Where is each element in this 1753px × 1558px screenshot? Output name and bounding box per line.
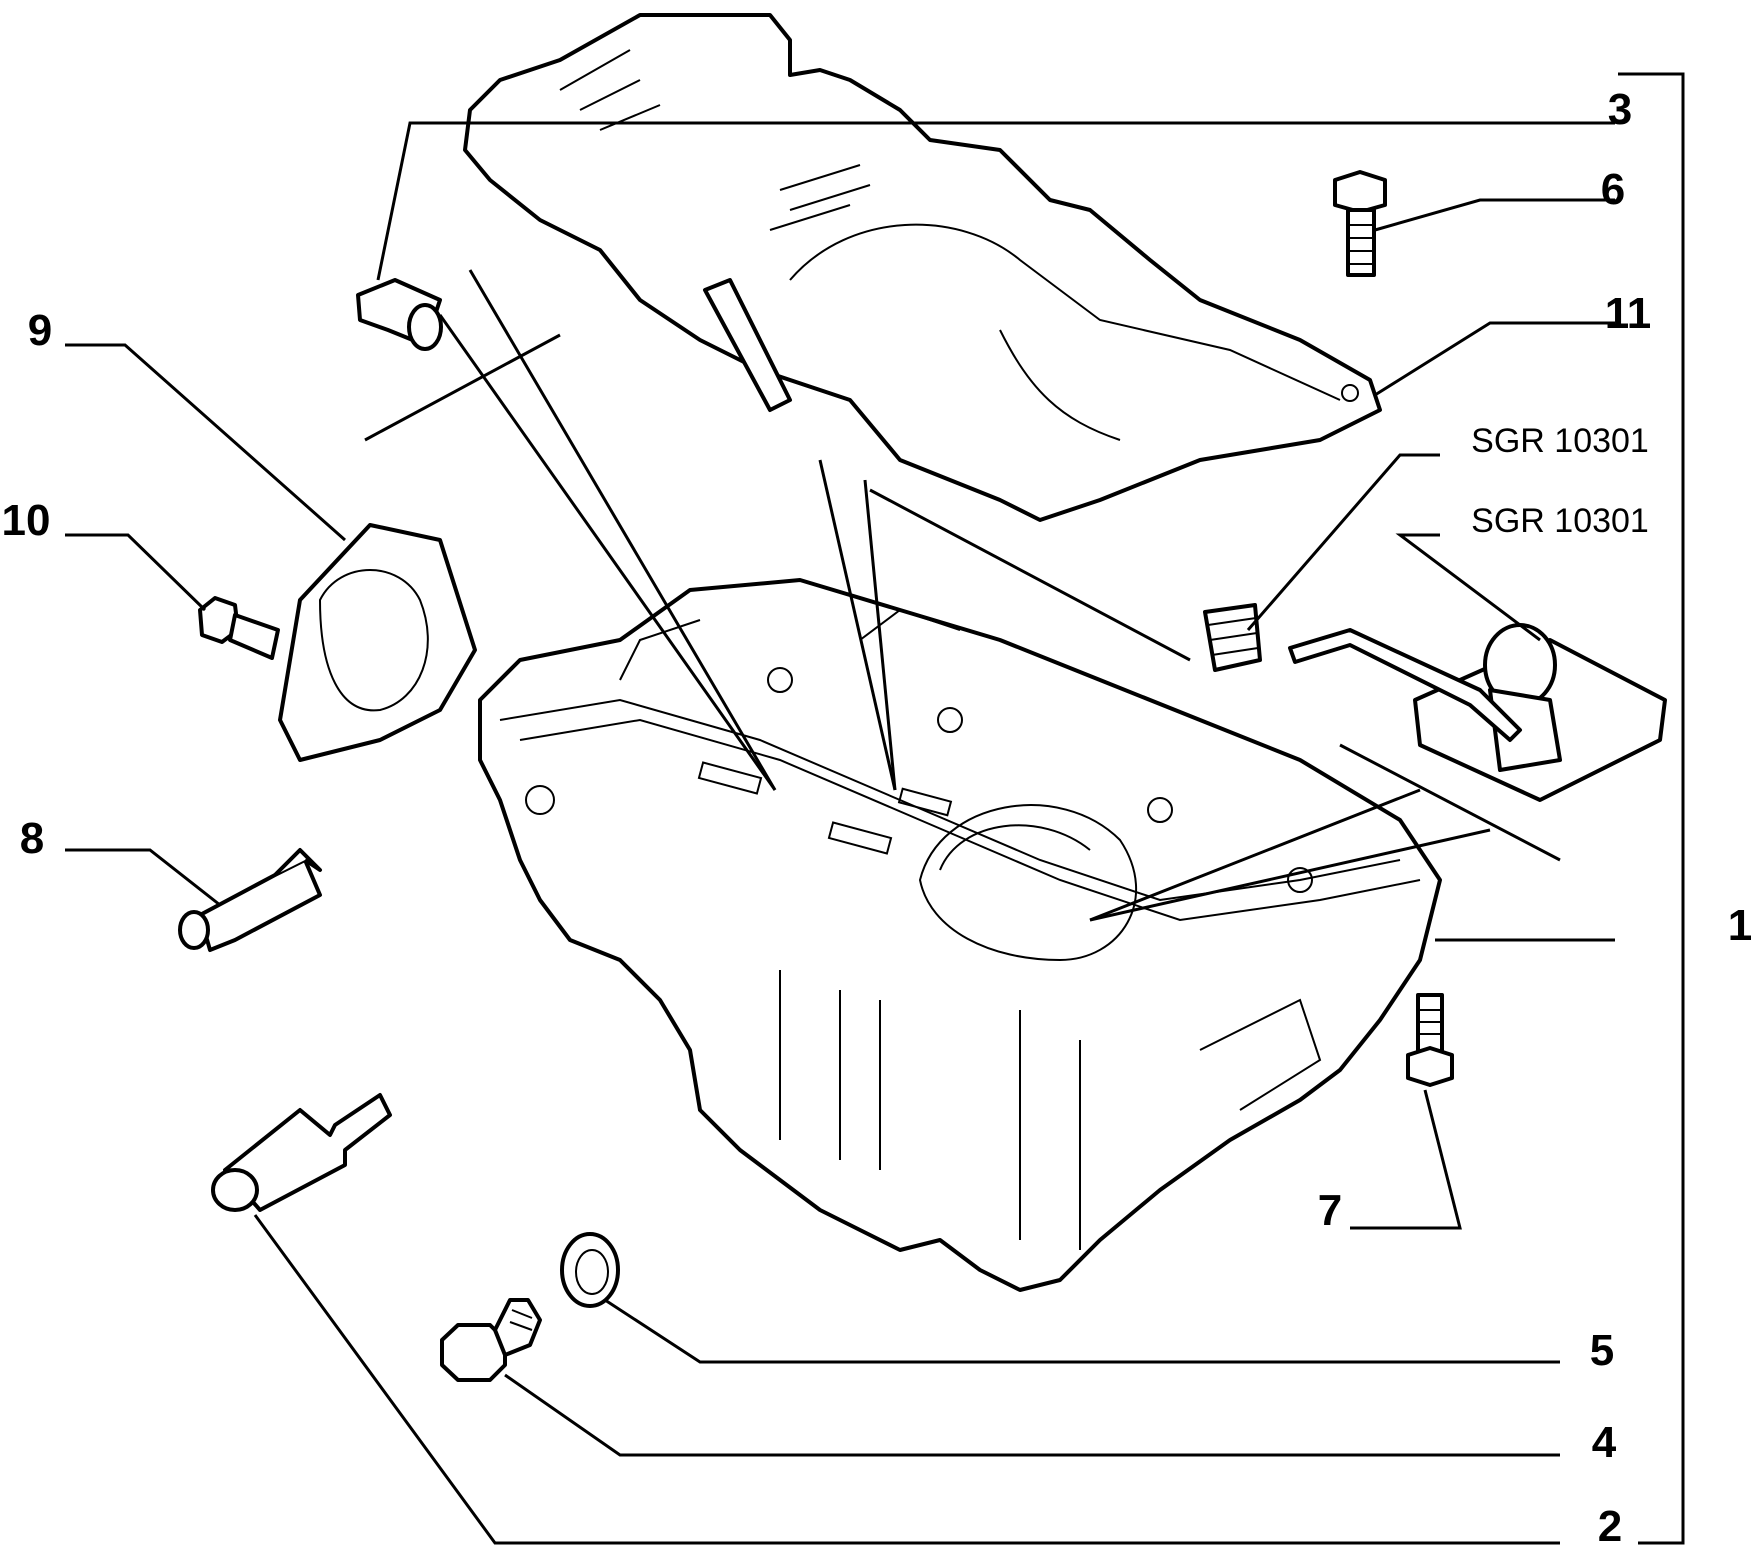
drain-plug-part-4 xyxy=(440,1298,542,1382)
oil-pickup-sgr-b xyxy=(1288,623,1667,802)
bolt-part-6 xyxy=(1333,170,1387,277)
sealant-tube-part-8 xyxy=(178,848,322,952)
washer-part-5 xyxy=(560,1232,620,1308)
gasket-part-9 xyxy=(278,523,477,762)
label-4: 4 xyxy=(1592,1418,1617,1467)
tube-fitting-part-2 xyxy=(211,1093,392,1212)
label-9: 9 xyxy=(28,306,52,355)
grommet-sgr-a xyxy=(1203,603,1262,672)
assembly-bracket xyxy=(1618,72,1685,1545)
label-11: 11 xyxy=(1605,289,1652,338)
bolt-part-10 xyxy=(198,596,280,660)
label-10: 10 xyxy=(2,496,51,545)
leader-lines xyxy=(65,121,1615,1545)
label-6: 6 xyxy=(1601,165,1625,214)
label-1: 1 xyxy=(1728,901,1752,950)
code-sgr-b: SGR 10301 xyxy=(1471,502,1649,540)
label-5: 5 xyxy=(1590,1326,1614,1375)
oil-pan-body xyxy=(478,578,1442,1292)
baffle-plate xyxy=(463,13,1382,522)
label-2: 2 xyxy=(1598,1502,1622,1551)
label-3: 3 xyxy=(1608,85,1632,134)
label-8: 8 xyxy=(20,814,44,863)
callout-labels: 3 6 11 SGR 10301 SGR 10301 9 10 8 1 7 5 … xyxy=(2,85,1753,1551)
code-sgr-a: SGR 10301 xyxy=(1471,422,1649,460)
plug-part-3 xyxy=(356,278,443,351)
label-7: 7 xyxy=(1318,1186,1342,1235)
bolt-part-7 xyxy=(1406,993,1454,1087)
